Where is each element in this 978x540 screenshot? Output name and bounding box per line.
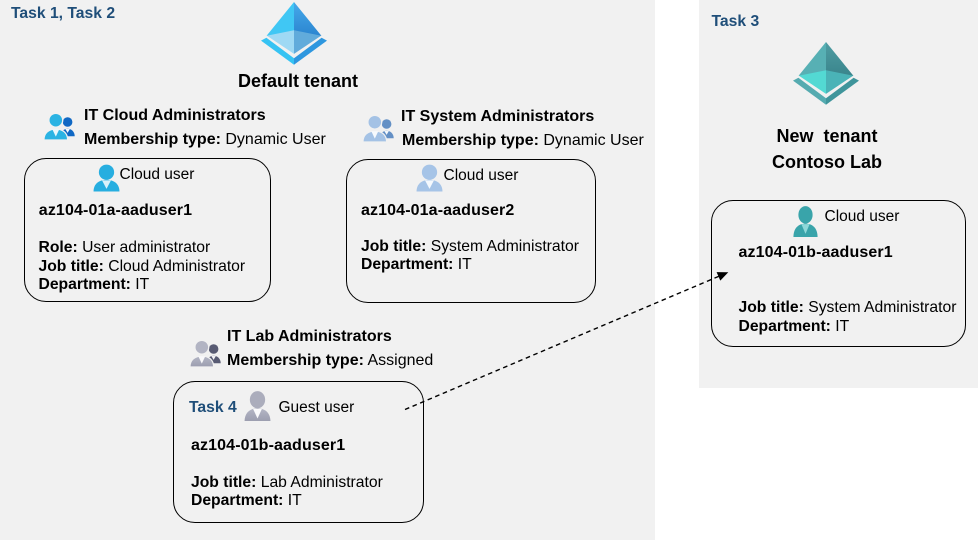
field-value: System Administrator	[430, 237, 579, 255]
cloud-user-icon-pale-blue	[416, 164, 443, 192]
cloud-user-icon-teal	[793, 206, 818, 237]
username: az104-01b-aaduser1	[191, 437, 346, 454]
user-field-department: Department: IT	[191, 493, 302, 509]
group-title-lab-admins: IT Lab Administrators	[227, 327, 392, 345]
user-field-job-title: Job title: Cloud Administrator	[38, 257, 246, 275]
user-type-label: Cloud user	[824, 208, 900, 225]
user-field-job-title: Job title: Lab Administrator	[191, 473, 383, 491]
field-label: Role:	[38, 239, 78, 257]
group-membership-system-admins: Membership type: Dynamic User	[402, 131, 644, 149]
cloud-user-card-aaduser1	[23, 158, 271, 302]
membership-type-value: Assigned	[367, 352, 434, 370]
user-type-label: Cloud user	[119, 166, 195, 183]
field-label: Job title:	[38, 257, 104, 275]
tasks-1-2-label: Task 1, Task 2	[11, 4, 116, 22]
user-field-department: Department: IT	[738, 317, 850, 335]
group-people-icon-system-admins	[362, 114, 394, 142]
field-value: IT	[457, 256, 472, 274]
task-3-label: Task 3	[711, 12, 760, 30]
azure-ad-tenant-icon-blue	[261, 2, 327, 65]
field-label: Department:	[38, 276, 131, 293]
group-people-icon-lab-admins	[189, 340, 221, 368]
user-type-label: Cloud user	[443, 166, 519, 184]
group-title-system-admins: IT System Administrators	[401, 107, 595, 125]
user-field-department: Department: IT	[361, 257, 472, 273]
field-value: IT	[835, 317, 850, 335]
membership-type-value: Dynamic User	[543, 131, 644, 149]
azure-ad-tenant-icon-teal	[792, 41, 859, 105]
membership-type-value: Dynamic User	[225, 131, 326, 149]
field-value: System Administrator	[808, 299, 957, 317]
field-label: Job title:	[738, 299, 804, 317]
username: az104-01b-aaduser1	[738, 244, 893, 262]
new-tenant-name-line1: New tenant	[776, 125, 878, 146]
user-field-role: Role: User administrator	[39, 240, 211, 256]
field-label: Department:	[738, 317, 831, 335]
field-label: Department:	[191, 492, 284, 509]
field-value: IT	[135, 276, 150, 293]
field-value: User administrator	[82, 239, 211, 257]
default-tenant-panel	[0, 0, 655, 540]
new-tenant-name-line2: Contoso Lab	[772, 152, 882, 173]
membership-type-label: Membership type:	[227, 352, 364, 370]
field-label: Job title:	[191, 473, 257, 491]
membership-type-label: Membership type:	[402, 131, 539, 149]
new-tenant-user-card	[711, 199, 966, 347]
task-4-label: Task 4	[189, 398, 237, 416]
user-field-department: Department: IT	[39, 277, 150, 293]
username: az104-01a-aaduser2	[361, 201, 515, 219]
group-people-icon-cloud-admins	[43, 112, 75, 140]
guest-user-card	[173, 380, 424, 523]
cloud-user-icon-cyan	[93, 164, 119, 192]
group-membership-cloud-admins: Membership type: Dynamic User	[84, 132, 326, 148]
user-field-job-title: Job title: System Administrator	[739, 300, 957, 316]
default-tenant-name: Default tenant	[237, 71, 358, 92]
field-value: Cloud Administrator	[108, 257, 246, 275]
username: az104-01a-aaduser1	[38, 202, 193, 220]
membership-type-label: Membership type:	[84, 131, 221, 149]
guest-user-icon-gray	[244, 390, 270, 421]
user-field-job-title: Job title: System Administrator	[361, 239, 579, 255]
field-label: Job title:	[361, 237, 427, 255]
field-value: Lab Administrator	[260, 473, 383, 491]
group-membership-lab-admins: Membership type: Assigned	[227, 353, 433, 369]
field-value: IT	[287, 492, 302, 509]
field-label: Department:	[361, 256, 454, 274]
user-type-label: Guest user	[278, 398, 355, 416]
group-title-cloud-admins: IT Cloud Administrators	[84, 106, 266, 124]
